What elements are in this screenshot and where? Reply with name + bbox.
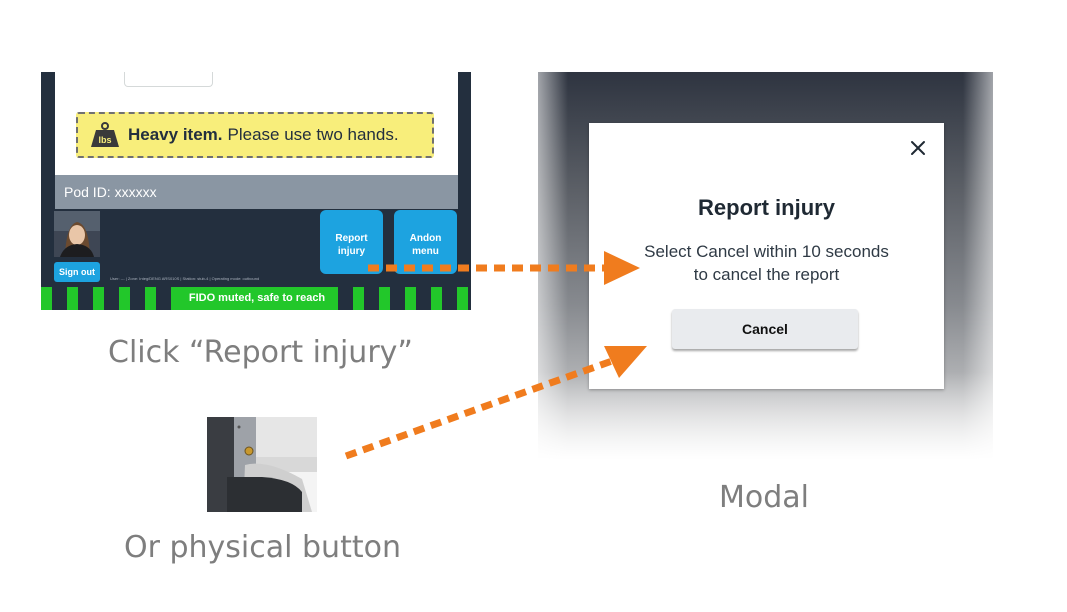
- caption-click-report-injury: Click “Report injury”: [108, 335, 413, 370]
- pod-id: Pod ID: xxxxxx: [55, 175, 458, 209]
- report-injury-label: Report injury: [335, 233, 368, 257]
- content-stub: [124, 72, 213, 87]
- andon-menu-button[interactable]: Andon menu: [394, 210, 457, 274]
- modal-body-line1: Select Cancel within 10 seconds: [644, 242, 889, 261]
- physical-button-icon: [244, 446, 254, 456]
- caption-physical-button: Or physical button: [124, 530, 401, 565]
- weight-icon-label: lbs: [98, 135, 111, 145]
- avatar: [54, 211, 100, 257]
- heavy-item-text: Please use two hands.: [227, 125, 399, 144]
- heavy-item-banner: lbs Heavy item. Please use two hands.: [76, 112, 434, 158]
- user-info: User: --- | Zone: Integ/DENG ARS010S | S…: [110, 276, 260, 281]
- caption-modal: Modal: [719, 480, 809, 515]
- modal-title: Report injury: [698, 195, 835, 220]
- modal-body: Select Cancel within 10 seconds to cance…: [609, 240, 924, 286]
- cancel-button[interactable]: Cancel: [672, 309, 858, 349]
- close-icon[interactable]: [907, 137, 929, 159]
- fido-status-badge: FIDO muted, safe to reach: [178, 287, 336, 310]
- screen-frame-left: [41, 72, 55, 209]
- weight-icon: lbs: [91, 122, 119, 147]
- heavy-item-bold: Heavy item.: [128, 125, 223, 144]
- modal-body-line2: to cancel the report: [693, 265, 840, 284]
- report-injury-modal: Report injury Select Cancel within 10 se…: [589, 123, 944, 389]
- screen-frame-right: [458, 72, 471, 209]
- station-screen: lbs Heavy item. Please use two hands. Po…: [41, 72, 471, 310]
- report-injury-button[interactable]: Report injury: [320, 210, 383, 274]
- sign-out-button[interactable]: Sign out: [54, 262, 100, 282]
- physical-button-photo: [207, 417, 317, 512]
- andon-menu-label: Andon menu: [409, 233, 442, 257]
